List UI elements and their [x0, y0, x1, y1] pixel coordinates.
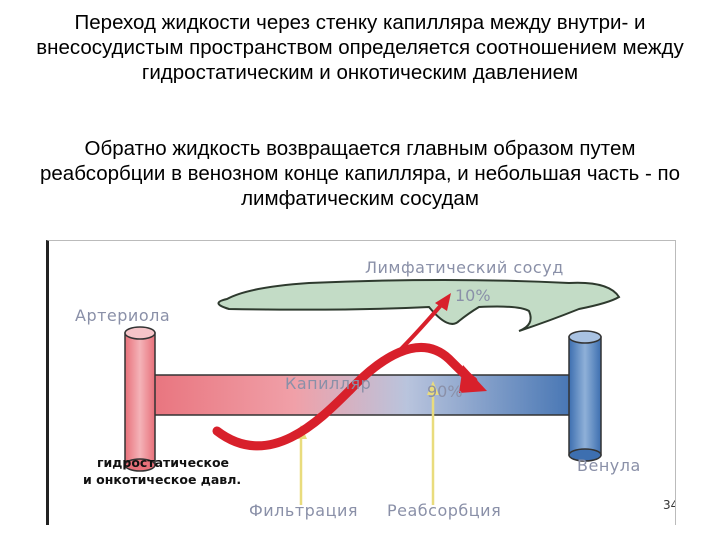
capillary-diagram-svg: Лимфатический сосуд 10% Артериола Капилл… — [75, 258, 678, 520]
fluid-flow-arrow — [212, 343, 478, 451]
lymphatic-vessel — [217, 279, 621, 332]
venule-label: Венула — [577, 456, 641, 475]
lymph-percent-label: 10% — [455, 286, 491, 305]
arteriole — [124, 326, 156, 472]
pressure-label-line2: и онкотическое давл. — [83, 472, 241, 487]
lymph-branch-arrowhead — [435, 293, 451, 311]
reabsorption-arrow — [427, 381, 439, 505]
lymph-vessel-label: Лимфатический сосуд — [365, 258, 564, 277]
filtration-label: Фильтрация — [249, 501, 358, 520]
capillary-label: Капилляр — [285, 374, 371, 393]
capillary-diagram: Лимфатический сосуд 10% Артериола Капилл… — [46, 240, 678, 525]
capillary-percent-label: 90% — [427, 382, 463, 401]
venule — [568, 330, 602, 462]
reabsorption-label: Реабсорбция — [387, 501, 501, 520]
return-paragraph: Обратно жидкость возвращается главным об… — [40, 137, 680, 210]
pressure-label-line1: гидростатическое — [97, 455, 229, 470]
intro-paragraph: Переход жидкости через стенку капилляра … — [36, 11, 684, 84]
page-number: 34 — [663, 498, 675, 512]
fluid-flow-arrowhead — [459, 365, 487, 393]
arteriole-label: Артериола — [75, 306, 170, 325]
